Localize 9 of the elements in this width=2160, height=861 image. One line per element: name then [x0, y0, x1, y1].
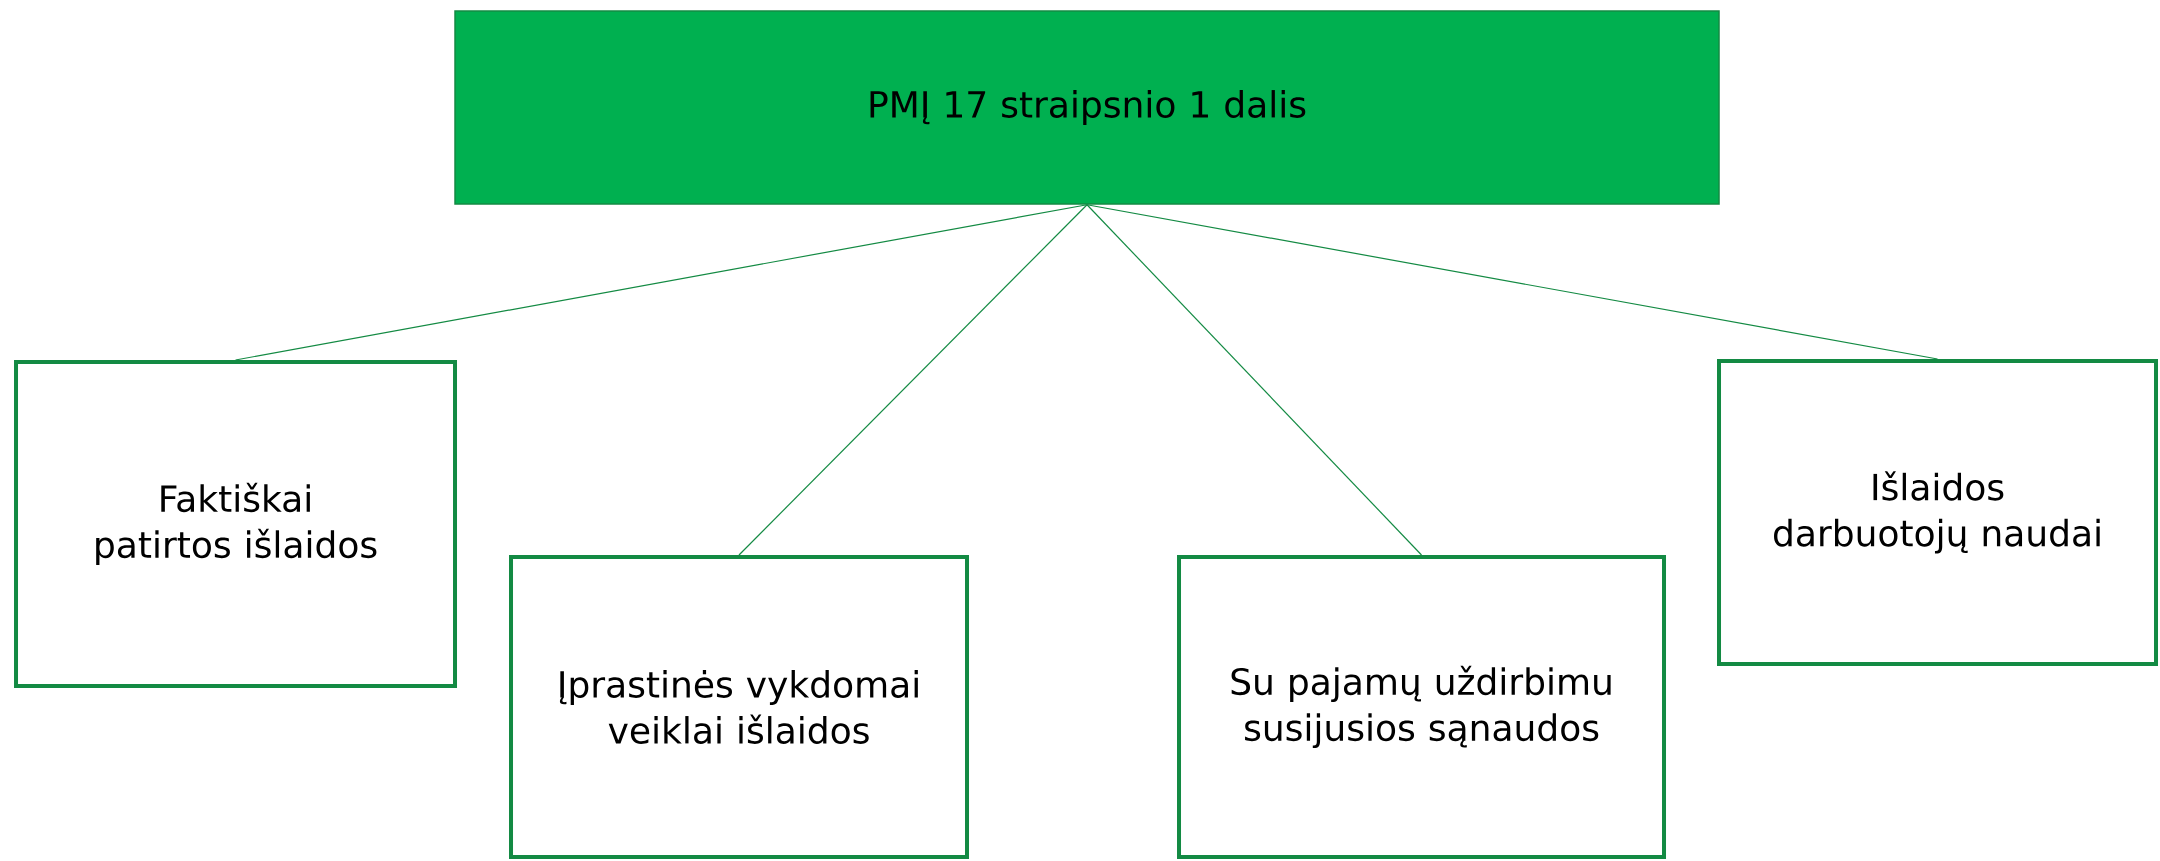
heading-box: PMĮ 17 straipsnio 1 dalis — [454, 10, 1720, 205]
category-box: Su pajamų uždirbimu susijusios sąnaudos — [1177, 555, 1666, 859]
connector-line — [234, 204, 1088, 361]
category-box: Išlaidos darbuotojų naudai — [1717, 359, 2158, 666]
connector-line — [1086, 204, 1939, 360]
category-box: Faktiškai patirtos išlaidos — [14, 360, 457, 688]
connector-line — [1086, 204, 1423, 556]
category-box: Įprastinės vykdomai veiklai išlaidos — [509, 555, 969, 859]
connector-line — [738, 204, 1088, 556]
